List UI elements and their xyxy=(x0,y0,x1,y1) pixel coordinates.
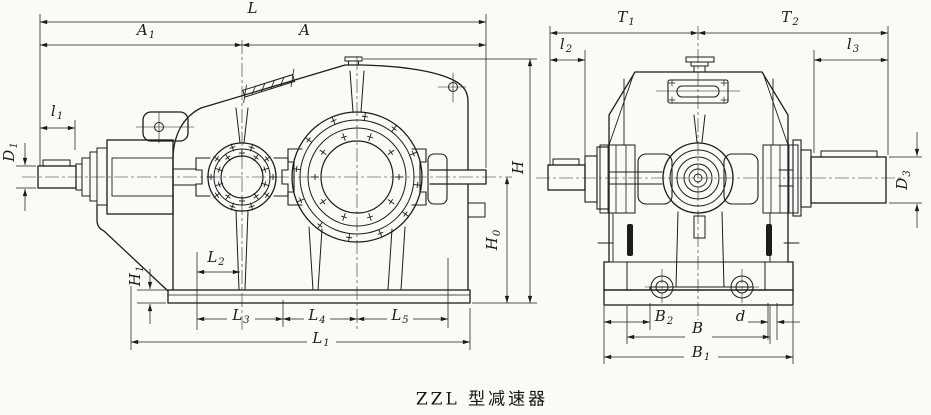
dim-label-L2: L2 xyxy=(207,248,225,268)
front-view xyxy=(37,56,487,304)
dim-label-T2: T2 xyxy=(781,8,799,28)
dim-label-l1: l1 xyxy=(50,102,64,122)
dim-label-L3: L3 xyxy=(232,306,250,326)
dim-label-D1: D1 xyxy=(0,142,20,162)
dim-label-T1: T1 xyxy=(617,8,635,28)
dim-label-B2: B2 xyxy=(654,307,674,327)
bearing-roller-ticks xyxy=(207,112,422,242)
dim-label-l2: l2 xyxy=(559,35,573,55)
dim-label-B: B xyxy=(691,319,704,337)
dim-label-A: A xyxy=(299,21,310,39)
dim-label-d: d xyxy=(735,307,746,325)
drawing-caption: ZZL 型减速器 xyxy=(415,389,549,410)
dim-label-L4: L4 xyxy=(308,306,326,326)
dim-label-H1: H1 xyxy=(126,265,146,287)
dim-label-H: H xyxy=(509,160,527,175)
dim-label-H0: H0 xyxy=(483,229,503,251)
dim-label-L5: L5 xyxy=(391,306,409,326)
dim-label-L1: L1 xyxy=(312,329,330,349)
dimension-layer xyxy=(16,14,922,364)
dim-label-D3: D3 xyxy=(893,170,913,190)
dim-label-A1: A1 xyxy=(136,21,156,41)
dim-label-l3: l3 xyxy=(846,35,860,55)
side-view xyxy=(547,56,887,306)
centerlines xyxy=(22,26,904,332)
dim-label-B1: B1 xyxy=(691,343,711,363)
dim-label-L: L xyxy=(247,0,258,17)
